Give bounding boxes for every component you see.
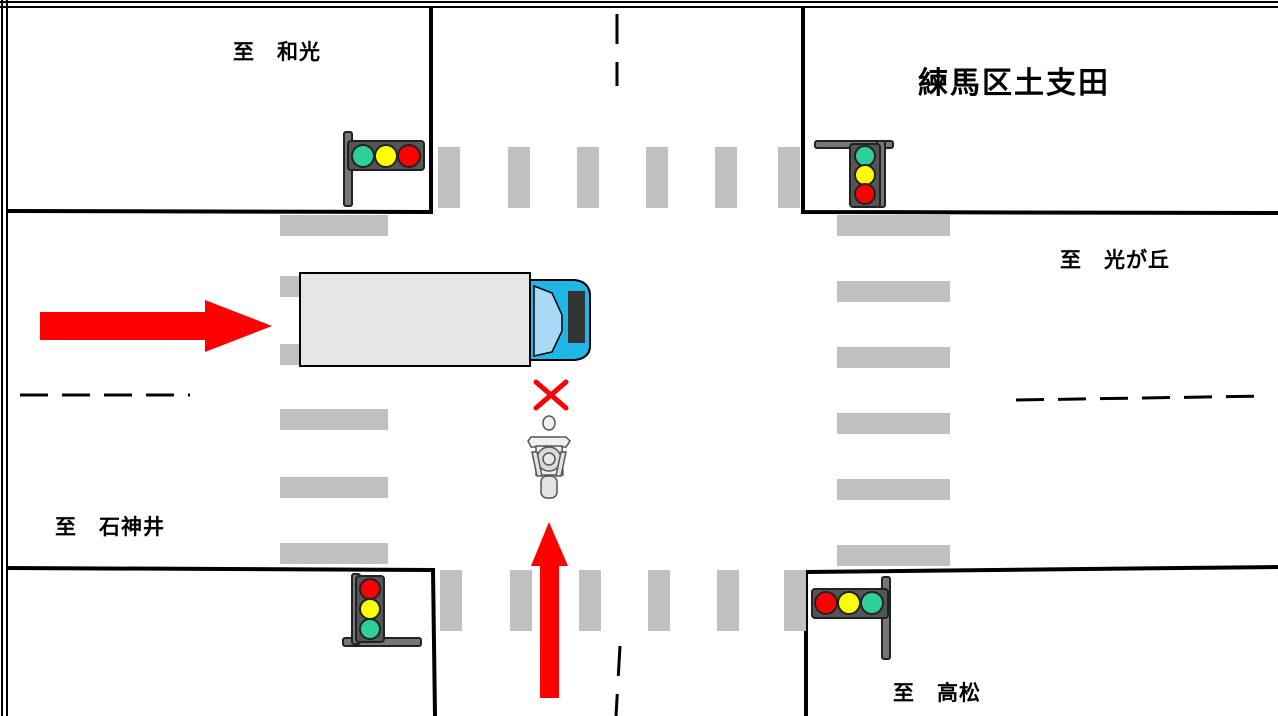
road-edges (7, 8, 1278, 716)
direction-label-takamatsu: 至 高松 (893, 681, 981, 705)
motorcycle-icon (527, 415, 571, 499)
signal-lamp-green (351, 144, 375, 168)
traffic-signal-icon (811, 576, 891, 660)
crosswalk-east (837, 215, 950, 566)
truck-icon (299, 272, 591, 367)
direction-label-shakujii: 至 石神井 (55, 515, 165, 539)
truck-roof-panel (568, 291, 585, 343)
truck-direction-arrow (40, 300, 272, 352)
signal-lamp-green (854, 145, 876, 167)
motorcycle-direction-arrow (531, 522, 568, 698)
traffic-signal-icon (343, 131, 425, 207)
block-southwest (7, 566, 437, 716)
traffic-signal-icon (342, 573, 422, 647)
direction-label-wako: 至 和光 (233, 40, 321, 64)
signal-lamp-yellow (374, 144, 398, 168)
truck-windshield (533, 284, 563, 357)
signal-lamp-red (814, 591, 838, 615)
signal-lamp-red (854, 183, 876, 205)
crosswalk-west (280, 215, 388, 564)
center-line-south (614, 645, 622, 716)
signal-lamp-green (860, 591, 884, 615)
signal-lamp-yellow (854, 164, 876, 186)
signal-lamp-green (359, 618, 381, 640)
signal-lamp-yellow (837, 591, 861, 615)
traffic-signal-icon (814, 140, 894, 208)
district-name: 練馬区土支田 (918, 66, 1110, 101)
signal-lamp-red (359, 578, 381, 600)
signal-lamp-red (397, 144, 421, 168)
collision-mark-icon (533, 379, 569, 411)
crosswalk-north (438, 147, 800, 208)
center-lines (20, 14, 1269, 716)
direction-label-hikarigaoka: 至 光が丘 (1060, 248, 1170, 272)
truck-cargo-box (299, 272, 531, 367)
block-northeast (801, 8, 1278, 215)
center-line-east (1015, 394, 1269, 402)
crosswalk-south (440, 570, 806, 631)
signal-lamp-yellow (359, 598, 381, 620)
block-northwest (7, 8, 433, 215)
